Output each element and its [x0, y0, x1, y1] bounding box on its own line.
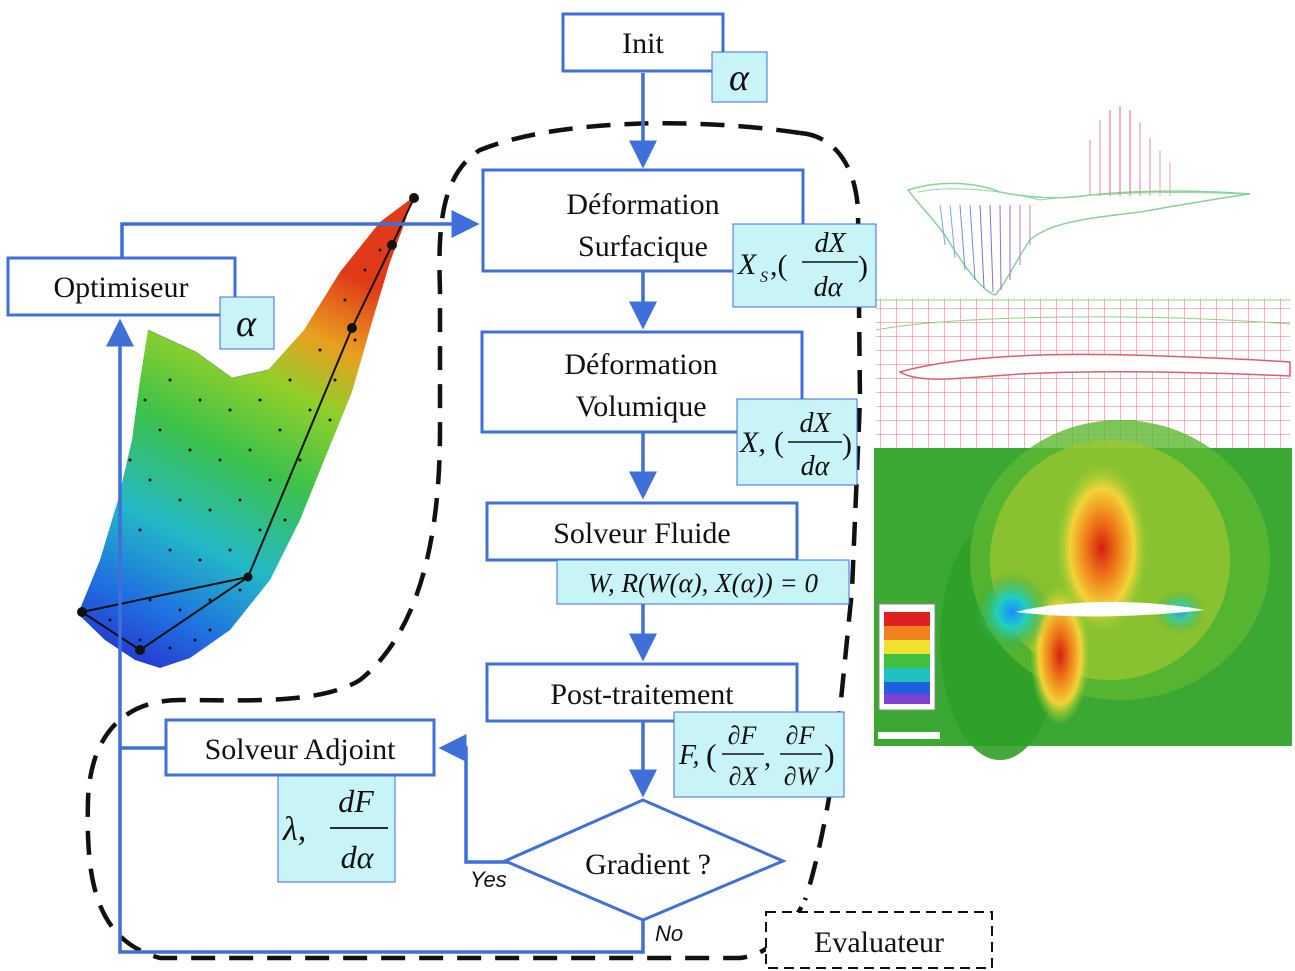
evaluator-legend: Evaluateur: [765, 911, 993, 969]
dfda-numerator: dF: [338, 783, 374, 819]
df-numerator-2: ∂F: [786, 721, 816, 750]
init-label: Init: [622, 27, 664, 60]
surface-displacement-image: [906, 106, 1251, 296]
adjoint-solver-label: Solveur Adjoint: [205, 733, 397, 766]
flow-connectors: [106, 73, 657, 954]
no-edge-label: No: [655, 921, 683, 946]
fluid-solver-label: Solveur Fluide: [553, 517, 731, 550]
dx-numerator: dX: [799, 408, 831, 439]
init-alpha: α: [729, 57, 750, 99]
optimizer-node: Optimiseur α: [6, 256, 275, 350]
state-equation: W, R(W(α), X(α)) = 0: [588, 568, 819, 598]
df-numerator-1: ∂F: [728, 721, 758, 750]
volume-deformation-node: Déformation Volumique X, ( dX dα ): [480, 330, 858, 486]
f-symbol: F,: [678, 740, 700, 771]
color-legend: [878, 603, 936, 711]
x-symbol: X,: [739, 426, 766, 459]
dxs-denominator: dα: [814, 272, 844, 303]
evaluator-boundary: [85, 121, 863, 961]
pressure-field-image: [874, 420, 1292, 760]
surface-deformation-label-2: Surfacique: [578, 230, 708, 263]
init-node: Init α: [561, 12, 768, 103]
dx-denominator: dα: [801, 451, 831, 482]
volume-deformation-label-1: Déformation: [564, 348, 717, 381]
partial-comma: ,: [764, 742, 771, 773]
fluid-solver-node: Solveur Fluide W, R(W(α), X(α)) = 0: [485, 501, 850, 605]
yes-edge-label: Yes: [470, 867, 507, 892]
xs-comma: ,(: [770, 249, 788, 282]
xs-paren: ): [858, 250, 868, 283]
adjoint-solver-node: Solveur Adjoint λ, dF dα: [164, 718, 436, 883]
surface-deformation-node: Déformation Surfacique X S ,( dX dα ): [481, 168, 877, 308]
lambda-symbol: λ,: [282, 811, 306, 848]
x-paren-close: ): [842, 428, 852, 461]
xs-subscript: S: [760, 269, 768, 286]
f-paren-close: ): [824, 737, 835, 773]
evaluator-label: Evaluateur: [814, 926, 944, 959]
surface-deformation-label-1: Déformation: [566, 188, 719, 221]
post-processing-label: Post-traitement: [550, 678, 734, 711]
dfda-denominator: dα: [341, 839, 375, 875]
response-surface-plot: [77, 193, 419, 668]
volume-mesh-image: [875, 298, 1291, 448]
gradient-decision-node: Gradient ?: [501, 798, 787, 922]
post-processing-node: Post-traitement F, ( ∂F ∂X , ∂F ∂W ): [485, 662, 845, 798]
dw-partial: ∂W: [784, 762, 821, 791]
x-paren-open: (: [774, 426, 784, 459]
gradient-label: Gradient ?: [585, 848, 711, 881]
f-paren-open: (: [706, 737, 717, 773]
dxs-numerator: dX: [814, 228, 846, 259]
xs-symbol: X: [737, 248, 758, 281]
optimizer-label: Optimiseur: [54, 271, 189, 304]
optimizer-alpha: α: [236, 303, 257, 345]
dx-partial: ∂X: [729, 762, 759, 791]
volume-deformation-label-2: Volumique: [575, 390, 706, 423]
